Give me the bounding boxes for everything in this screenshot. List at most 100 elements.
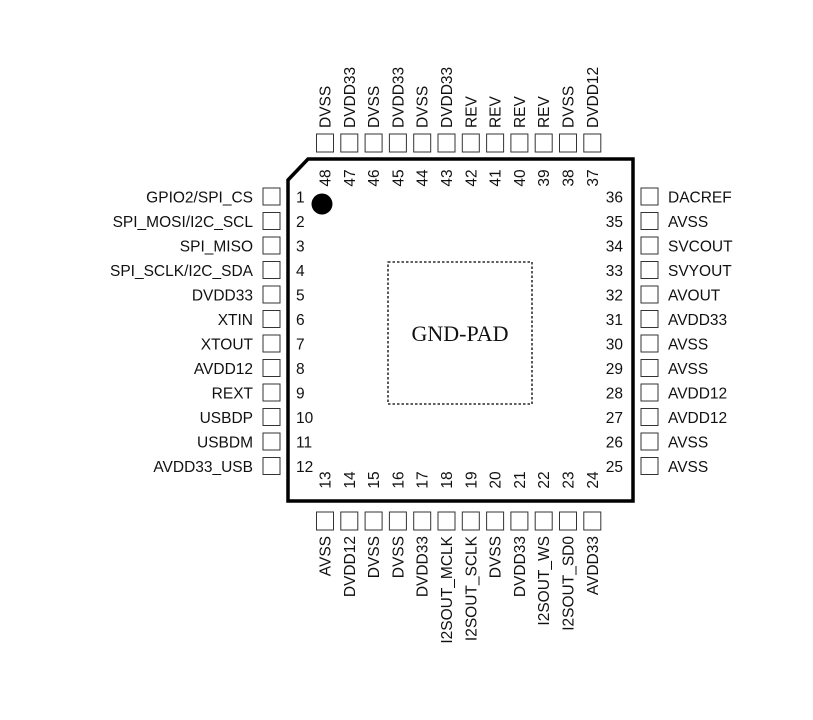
pin-pad-top-45 <box>388 133 407 153</box>
pin-pad-bottom-22 <box>534 511 553 531</box>
pin-pad-bottom-24 <box>583 511 602 531</box>
pin-name-right-34: SVCOUT <box>668 239 733 256</box>
pin-number-right-29: 29 <box>606 361 623 378</box>
pin-number-right-26: 26 <box>606 435 623 452</box>
pin-number-left-11: 11 <box>296 435 312 452</box>
pin-name-left-5: DVDD33 <box>192 288 253 305</box>
pin-pad-right-28 <box>640 383 659 402</box>
pin-number-top-45: 45 <box>390 169 407 186</box>
pin-number-bottom-17: 17 <box>415 471 432 488</box>
pin-pad-left-4 <box>262 261 281 279</box>
pin-number-top-40: 40 <box>512 169 529 187</box>
pin-name-left-11: USBDM <box>197 435 253 452</box>
pin-name-right-29: AVSS <box>668 361 708 378</box>
pin-pad-top-39 <box>534 133 553 153</box>
pin-name-right-31: AVDD33 <box>668 312 727 329</box>
pin-number-bottom-18: 18 <box>439 471 456 488</box>
pin-number-top-44: 44 <box>415 169 432 187</box>
pin-name-bottom-24: AVDD33 <box>585 536 602 595</box>
pin-name-top-43: DVDD33 <box>439 67 456 128</box>
pin-name-bottom-21: DVDD33 <box>512 536 529 597</box>
pin-name-right-30: AVSS <box>668 337 708 354</box>
pin-number-right-36: 36 <box>606 190 623 207</box>
pin-name-top-37: DVDD12 <box>585 67 602 128</box>
pin-number-top-42: 42 <box>463 169 480 186</box>
pin-pad-left-7 <box>262 334 281 353</box>
pin-pad-bottom-23 <box>559 511 577 531</box>
pin-pad-left-1 <box>262 187 281 206</box>
pin-pad-left-2 <box>262 212 281 230</box>
pin-name-bottom-14: DVDD12 <box>342 536 359 597</box>
pin-pad-bottom-13 <box>316 511 334 531</box>
pin-pad-bottom-15 <box>364 511 383 531</box>
pin-number-bottom-21: 21 <box>512 471 529 488</box>
pin-name-top-48: DVSS <box>318 86 335 128</box>
pin-pad-top-41 <box>486 133 505 153</box>
pin-name-right-28: AVDD12 <box>668 386 727 403</box>
pin-name-left-6: XTIN <box>218 312 253 329</box>
pin-name-left-3: SPI_MISO <box>180 239 253 256</box>
pins-layer <box>262 133 659 531</box>
pin-name-left-9: REXT <box>212 386 254 403</box>
pin-pad-right-30 <box>640 334 659 353</box>
pin-pad-left-12 <box>262 457 281 475</box>
pin-number-right-30: 30 <box>606 337 624 354</box>
pin-pad-right-36 <box>640 187 659 206</box>
pin-number-bottom-16: 16 <box>390 471 407 488</box>
pin1-indicator-dot <box>311 193 333 215</box>
pin-pad-left-5 <box>262 285 281 304</box>
pin-pad-bottom-16 <box>388 511 407 531</box>
pin-pad-top-37 <box>583 133 602 153</box>
pin-pad-right-25 <box>640 457 659 475</box>
pin-name-right-35: AVSS <box>668 214 708 231</box>
pin-number-right-35: 35 <box>606 214 623 231</box>
pin-pad-left-3 <box>262 236 281 255</box>
pin-number-top-47: 47 <box>342 169 359 186</box>
pin-name-left-8: AVDD12 <box>194 361 253 378</box>
pin-pad-right-35 <box>640 212 659 230</box>
pin-number-right-31: 31 <box>606 312 623 329</box>
pin-pad-right-27 <box>640 408 659 426</box>
pin-number-left-2: 2 <box>296 214 305 231</box>
chip-body-outline <box>286 157 635 503</box>
pin-name-top-38: DVSS <box>561 86 578 128</box>
pin-number-left-9: 9 <box>296 386 305 403</box>
pin-pad-right-31 <box>640 310 659 328</box>
pin-number-right-28: 28 <box>606 386 623 403</box>
pin-number-left-3: 3 <box>296 239 305 256</box>
pin-name-bottom-22: I2SOUT_WS <box>536 536 553 626</box>
ground-pad-label: GND-PAD <box>412 321 509 346</box>
pin-name-bottom-18: I2SOUT_MCLK <box>439 535 456 643</box>
pin-pad-top-47 <box>340 133 359 153</box>
pin-number-bottom-22: 22 <box>536 471 553 488</box>
pin-number-left-6: 6 <box>296 312 305 329</box>
pin-pad-bottom-21 <box>510 511 529 531</box>
pin-name-top-39: REV <box>536 95 553 128</box>
pin-pad-right-29 <box>640 359 659 377</box>
pin-pad-bottom-17 <box>413 511 432 531</box>
pin-number-left-1: 1 <box>296 190 305 207</box>
pin-number-bottom-24: 24 <box>585 471 602 489</box>
pin-pad-top-43 <box>437 133 456 153</box>
pin-pad-top-46 <box>364 133 383 153</box>
pin-pad-left-6 <box>262 310 281 328</box>
pin-pad-left-10 <box>262 408 281 426</box>
pin-number-top-39: 39 <box>536 169 553 186</box>
pin-name-top-41: REV <box>488 95 505 128</box>
pin-number-top-48: 48 <box>318 169 335 186</box>
pin-name-top-46: DVSS <box>366 86 383 128</box>
pin-name-top-44: DVSS <box>415 86 432 128</box>
pin-pad-bottom-20 <box>486 511 505 531</box>
pin-name-bottom-13: AVSS <box>318 536 335 576</box>
pin-name-top-42: REV <box>463 95 480 128</box>
pin-number-top-41: 41 <box>488 169 505 186</box>
pin-number-bottom-13: 13 <box>318 471 335 488</box>
pin-number-left-7: 7 <box>296 337 305 354</box>
pin-pad-right-34 <box>640 236 659 255</box>
pin-name-bottom-19: I2SOUT_SCLK <box>463 535 480 641</box>
ground-pad <box>387 261 533 405</box>
pin-number-top-46: 46 <box>366 169 383 186</box>
pin-number-bottom-23: 23 <box>561 471 578 488</box>
pin-name-left-4: SPI_SCLK/I2C_SDA <box>110 263 254 280</box>
